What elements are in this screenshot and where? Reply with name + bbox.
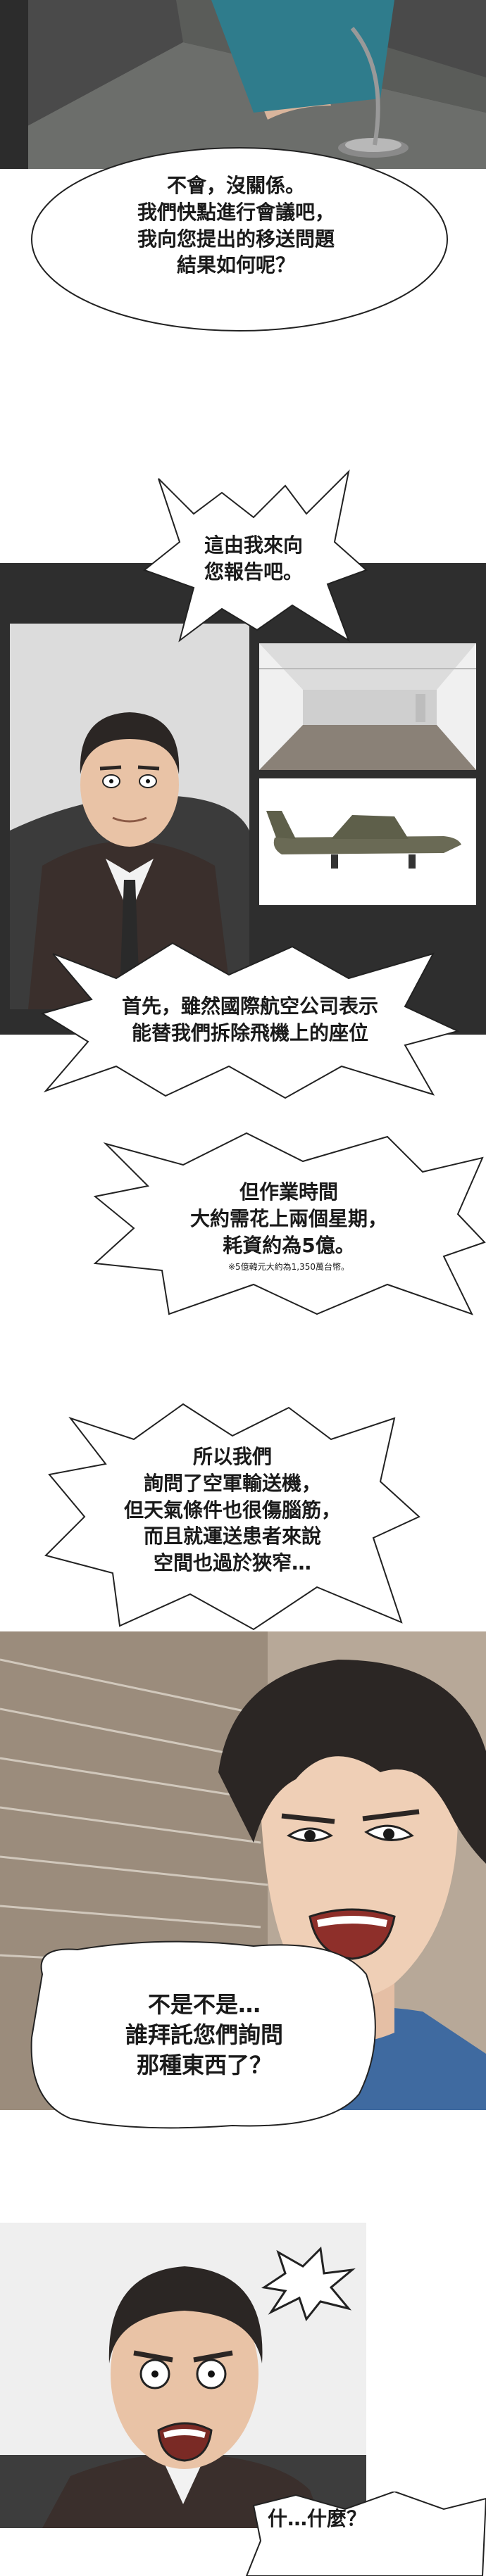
bubble-4-line-3: 耗資約為5億。 bbox=[223, 1233, 355, 1257]
speech-bubble-6: 不是不是… 誰拜託您們詢問 那種東西了？ bbox=[21, 1932, 387, 2136]
bubble-5-line-1: 所以我們 bbox=[192, 1445, 272, 1468]
bubble-5-line-4: 而且就運送患者來說 bbox=[143, 1524, 321, 1548]
bubble-5-line-3: 但天氣條件也很傷腦筋， bbox=[123, 1498, 341, 1522]
bubble-6-line-2: 誰拜託您們詢問 bbox=[125, 2021, 283, 2049]
bubble-4-line-1: 但作業時間 bbox=[239, 1180, 338, 1204]
bubble-1-line-4: 結果如何呢？ bbox=[176, 253, 295, 277]
bubble-5-line-5: 空間也過於狹窄… bbox=[153, 1551, 311, 1575]
speech-bubble-5: 所以我們 詢問了空軍輸送機， 但天氣條件也很傷腦筋， 而且就運送患者來說 空間也… bbox=[42, 1397, 423, 1636]
speech-bubble-7: 什…什麼？ bbox=[239, 2492, 486, 2576]
panel-meeting-table bbox=[0, 0, 486, 176]
bubble-2-line-2: 您報告吧。 bbox=[204, 560, 303, 583]
bubble-7-text: 什…什麼？ bbox=[268, 2507, 367, 2530]
currency-note: ※5億韓元大約為1,350萬台幣。 bbox=[228, 1262, 350, 1273]
speech-bubble-4: 但作業時間 大約需花上兩個星期， 耗資約為5億。 ※5億韓元大約為1,350萬台… bbox=[92, 1130, 486, 1320]
bubble-1-line-2: 我們快點進行會議吧， bbox=[137, 200, 335, 224]
bubble-6-line-3: 那種東西了？ bbox=[136, 2052, 272, 2079]
panel-startled-man bbox=[0, 2223, 366, 2528]
bubble-3-line-2: 能替我們拆除飛機上的座位 bbox=[131, 1021, 368, 1044]
bubble-5-line-2: 詢問了空軍輸送機， bbox=[143, 1471, 321, 1495]
bubble-1-line-1: 不會，沒關係。 bbox=[166, 174, 305, 197]
panel-report bbox=[0, 563, 486, 1035]
bubble-6-line-1: 不是不是… bbox=[147, 1991, 261, 2018]
shock-mark bbox=[257, 2245, 356, 2323]
bubble-2-line-1: 這由我來向 bbox=[204, 533, 303, 557]
bubble-1-line-3: 我向您提出的移送問題 bbox=[137, 227, 335, 251]
bubble-4-line-2: 大約需花上兩個星期， bbox=[189, 1206, 387, 1230]
speech-bubble-3: 首先，雖然國際航空公司表示 能替我們拆除飛機上的座位 bbox=[39, 940, 461, 1101]
speech-bubble-2: 這由我來向 您報告吧。 bbox=[137, 465, 370, 648]
bubble-3-line-1: 首先，雖然國際航空公司表示 bbox=[121, 995, 378, 1018]
speech-bubble-1: 不會，沒關係。 我們快點進行會議吧， 我向您提出的移送問題 結果如何呢？ bbox=[14, 123, 458, 341]
